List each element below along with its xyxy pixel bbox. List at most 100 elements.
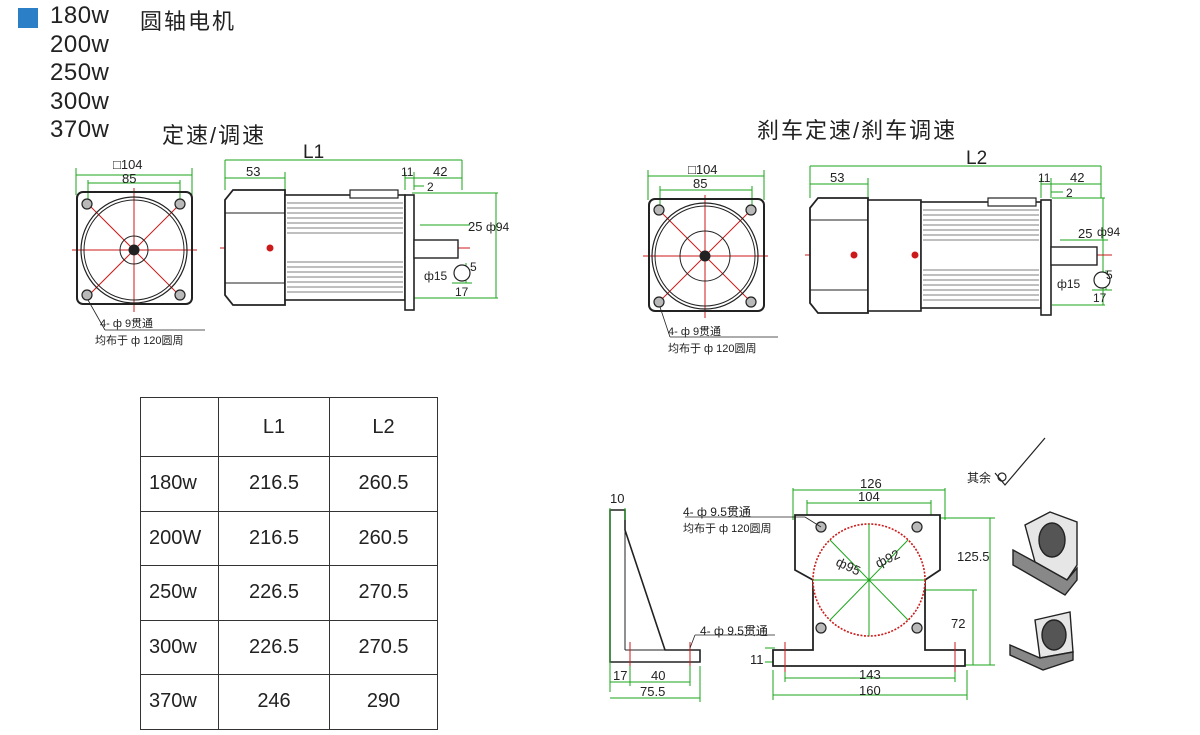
bracket-side-centerlines (629, 642, 691, 670)
bracket-dim-104-label: 104 (858, 489, 880, 504)
right-motor-side-view (809, 197, 1111, 316)
motor-type-label: 圆轴电机 (140, 9, 237, 34)
left-dim-5-label: 5 (470, 260, 477, 274)
header-bullet (18, 8, 38, 28)
table-cell-l1: 246 (218, 674, 330, 730)
right-dia-15-label: ф15 (1057, 277, 1081, 291)
right-flange-front-view (648, 198, 765, 312)
left-dim-2-label: 2 (427, 180, 434, 194)
bracket-side-dims (609, 508, 701, 702)
table-cell-l2: 270.5 (329, 565, 438, 621)
left-holes-note-2: 均布于 ф 120圆周 (95, 334, 184, 347)
table-header-row: L1 L2 (140, 397, 438, 457)
right-flange-square-label: □104 (688, 162, 718, 177)
bracket-side-holes-note: 4- ф 9.5贯通 (700, 624, 768, 638)
table-header-cell (140, 397, 219, 457)
bracket-dim-72-label: 72 (951, 616, 965, 631)
right-body-53-label: 53 (830, 170, 844, 185)
length-spec-table: L1 L2 180w 216.5 260.5 200W 216.5 260.5 … (140, 397, 438, 730)
left-flange-square-label: □104 (113, 157, 143, 172)
table-cell-l2: 260.5 (329, 456, 438, 512)
bracket-front-inner-lines (813, 524, 925, 636)
table-cell-l2: 290 (329, 674, 438, 730)
right-dim-2-label: 2 (1066, 186, 1073, 200)
left-flange-front-view (76, 191, 193, 305)
table-row: 250w 226.5 270.5 (140, 565, 438, 621)
right-leader-line (659, 306, 671, 338)
bracket-dim-125-5-label: 125.5 (957, 549, 990, 564)
left-dia-94-label: ф94 (486, 220, 510, 234)
bracket-dim-40-label: 40 (651, 668, 665, 683)
left-dia-15-label: ф15 (424, 269, 448, 283)
left-diagram-title: 定速/调速 (162, 123, 267, 148)
roughness-note-label: 其余 (967, 470, 991, 485)
bracket-side-leader (689, 634, 696, 649)
bracket-dim-126-label: 126 (860, 476, 882, 491)
table-cell-power: 250w (140, 565, 219, 621)
right-cooling-fins (923, 209, 1039, 301)
table-cell-l1: 226.5 (218, 565, 330, 621)
table-header-cell: L1 (218, 397, 330, 457)
table-header-cell: L2 (329, 397, 438, 457)
table-cell-l1: 216.5 (218, 510, 330, 566)
table-cell-power: 370w (140, 674, 219, 730)
right-dim-5-label: 5 (1106, 268, 1113, 282)
left-cooling-fins (287, 202, 403, 293)
left-bolt-circle-label: 85 (122, 171, 136, 186)
bracket-top-holes-note-2: 均布于 ф 120圆周 (683, 522, 772, 535)
bracket-dim-160-label: 160 (859, 683, 881, 698)
right-motor-drawing: □104 85 L2 53 11 42 2 25 ф94 ф15 5 17 4-… (643, 148, 1121, 355)
power-item: 200w (50, 30, 110, 58)
bracket-front-dims (765, 488, 995, 700)
table-row: 300w 226.5 270.5 (140, 619, 438, 675)
power-list: 180w 200w 250w 300w 370w (50, 2, 109, 145)
power-item: 250w (50, 59, 110, 86)
power-item: 180w (50, 2, 110, 29)
left-motor-drawing: □104 85 L1 53 11 42 2 25 ф94 ф15 5 17 4-… (72, 142, 510, 347)
table-row: 200W 216.5 260.5 (140, 510, 438, 566)
right-dim-25-label: 25 (1078, 226, 1092, 241)
table-row: 180w 216.5 260.5 (140, 456, 438, 512)
left-body-53-label: 53 (246, 164, 260, 179)
right-dim-lines (647, 165, 1112, 306)
bracket-front-holes (815, 521, 923, 634)
bracket-3d-sketch-1 (1012, 511, 1078, 596)
bracket-dim-75-5-label: 75.5 (640, 684, 665, 699)
bracket-dim-17-label: 17 (613, 668, 627, 683)
table-cell-power: 200W (140, 510, 219, 566)
roughness-symbol (994, 437, 1046, 486)
left-dim-17-label: 17 (455, 285, 469, 299)
bracket-3d-sketch-2 (1009, 611, 1074, 671)
bracket-drawing: 10 17 40 75.5 11 4- ф 9.5贯通 4- ф 9.5贯通 均… (609, 437, 1078, 702)
table-cell-l1: 226.5 (218, 619, 330, 675)
bracket-dim-11-label: 11 (750, 652, 764, 667)
table-cell-power: 300w (140, 619, 219, 675)
left-holes-note-1: 4- ф 9贯通 (100, 317, 153, 330)
bracket-front-leader (804, 516, 822, 528)
bracket-dim-143-label: 143 (859, 667, 881, 682)
right-mounting-holes (653, 204, 757, 308)
right-diagram-title: 刹车定速/刹车调速 (757, 118, 958, 143)
power-item: 370w (50, 116, 110, 143)
table-cell-power: 180w (140, 456, 219, 512)
left-mounting-holes (81, 198, 186, 301)
left-motor-side-view (224, 189, 471, 311)
bracket-front-foot-centerlines (784, 642, 956, 672)
right-bolt-circle-label: 85 (693, 176, 707, 191)
right-holes-note-2: 均布于 ф 120圆周 (668, 342, 757, 355)
left-leader-line (87, 299, 106, 331)
power-item: 300w (50, 87, 110, 115)
table-row: 370w 246 290 (140, 674, 438, 730)
table-cell-l2: 260.5 (329, 510, 438, 566)
bracket-top-holes-note-1: 4- ф 9.5贯通 (683, 505, 751, 519)
right-dim-42-label: 42 (1070, 170, 1084, 185)
left-dim-42-label: 42 (433, 164, 447, 179)
right-holes-note-1: 4- ф 9贯通 (668, 325, 721, 338)
left-dim-11-label: 11 (401, 165, 414, 179)
bracket-dim-10-label: 10 (610, 491, 624, 506)
table-cell-l2: 270.5 (329, 619, 438, 675)
right-dim-17-label: 17 (1093, 291, 1107, 305)
left-dim-25-label: 25 (468, 219, 482, 234)
right-dia-94-label: ф94 (1097, 225, 1121, 239)
right-dim-11-label: 11 (1038, 171, 1051, 185)
